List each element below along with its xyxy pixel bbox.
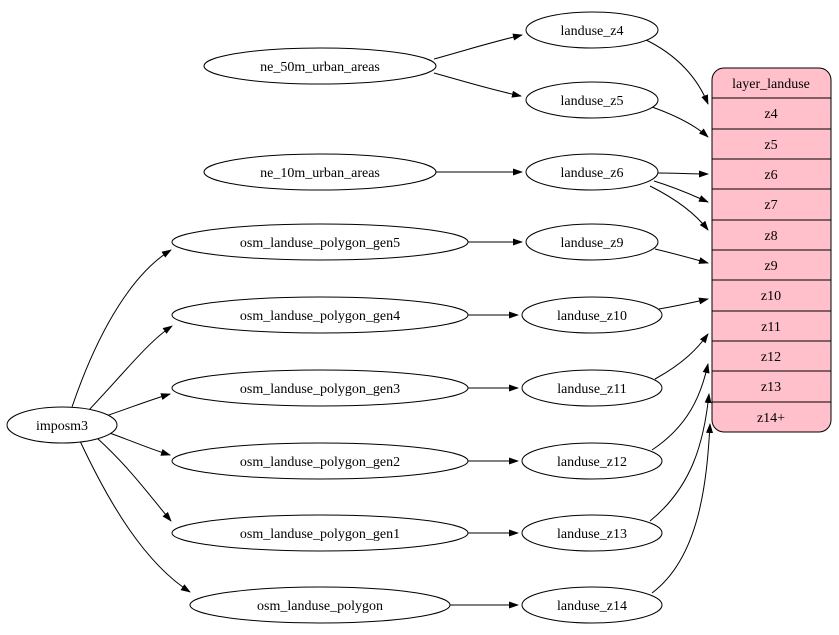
node-landuse-z9-shape bbox=[525, 223, 659, 261]
node-gen1-shape bbox=[171, 514, 469, 552]
edge-landuse-z12-row-z12 bbox=[651, 363, 710, 451]
node-landuse-z5-shape bbox=[525, 81, 659, 119]
node-imposm3-shape bbox=[6, 406, 118, 444]
node-landuse-z4: landuse_z4 bbox=[525, 11, 659, 49]
table-row-z14plus: z14+ bbox=[757, 411, 785, 426]
edge-group bbox=[71, 33, 714, 609]
node-landuse-z14: landuse_z14 bbox=[521, 586, 663, 624]
node-landuse-z13-label: landuse_z13 bbox=[557, 527, 627, 542]
node-landuse-z5-label: landuse_z5 bbox=[561, 94, 624, 109]
node-landuse-z10: landuse_z10 bbox=[521, 296, 663, 334]
edge-imposm3-gen1 bbox=[96, 437, 172, 522]
node-osm-landuse-polygon-gen2: osm_landuse_polygon_gen2 bbox=[171, 442, 469, 480]
table-row-z8: z8 bbox=[764, 229, 777, 244]
node-landuse-z4-shape bbox=[525, 11, 659, 49]
node-gen4-shape bbox=[171, 296, 469, 334]
table-title: layer_landuse bbox=[732, 77, 810, 92]
edge-imposm3-gen3 bbox=[99, 393, 171, 419]
node-landuse-z9: landuse_z9 bbox=[525, 223, 659, 261]
node-osm-landuse-polygon-gen3: osm_landuse_polygon_gen3 bbox=[171, 369, 469, 407]
edge-landuse-z6-row-z6 bbox=[657, 170, 709, 178]
node-landuse-z6-label: landuse_z6 bbox=[561, 166, 624, 181]
edge-imposm3-gen5 bbox=[71, 249, 172, 408]
edge-landuse-z13-row-z13 bbox=[649, 393, 712, 522]
edge-ne50m-landuse-z4 bbox=[433, 33, 523, 60]
node-landuse-z12-shape bbox=[521, 442, 663, 480]
table-row-z7: z7 bbox=[764, 198, 777, 213]
node-gen2-label: osm_landuse_polygon_gen2 bbox=[240, 455, 400, 470]
edge-imposm3-polygon bbox=[79, 440, 191, 593]
table-row-z9: z9 bbox=[764, 259, 777, 274]
node-gen3-shape bbox=[171, 369, 469, 407]
table-layer-landuse: layer_landuse z4 z5 z6 z7 z8 z9 z10 z11 … bbox=[711, 67, 832, 433]
edge-landuse-z9-row-z9 bbox=[654, 248, 709, 264]
node-landuse-z13: landuse_z13 bbox=[521, 514, 663, 552]
node-imposm3: imposm3 bbox=[6, 406, 118, 444]
node-gen4-label: osm_landuse_polygon_gen4 bbox=[240, 309, 400, 324]
table-row-z6: z6 bbox=[764, 168, 777, 183]
node-gen2-shape bbox=[171, 442, 469, 480]
node-ne-10m-label: ne_10m_urban_areas bbox=[260, 166, 380, 181]
node-gen5-shape bbox=[171, 223, 469, 261]
edge-landuse-z4-row-z4 bbox=[643, 38, 709, 105]
table-row-z12: z12 bbox=[761, 350, 781, 365]
edge-imposm3-gen4 bbox=[87, 325, 173, 412]
node-landuse-z11-shape bbox=[521, 369, 663, 407]
node-landuse-z14-label: landuse_z14 bbox=[557, 599, 627, 614]
node-landuse-z5: landuse_z5 bbox=[525, 81, 659, 119]
node-landuse-z6-shape bbox=[525, 153, 659, 191]
node-landuse-z14-shape bbox=[521, 586, 663, 624]
node-osm-landuse-polygon-gen4: osm_landuse_polygon_gen4 bbox=[171, 296, 469, 334]
node-landuse-z6: landuse_z6 bbox=[525, 153, 659, 191]
edge-landuse-z6-row-z7 bbox=[653, 180, 709, 203]
node-osm-landuse-polygon-gen5: osm_landuse_polygon_gen5 bbox=[171, 223, 469, 261]
node-landuse-z4-label: landuse_z4 bbox=[561, 24, 624, 39]
node-ne-50m-shape bbox=[203, 47, 437, 85]
edge-landuse-z11-row-z11 bbox=[654, 333, 709, 380]
edge-landuse-z6-row-z8 bbox=[649, 185, 709, 231]
node-gen1-label: osm_landuse_polygon_gen1 bbox=[240, 527, 400, 542]
table-row-z11: z11 bbox=[761, 320, 781, 335]
node-gen5-label: osm_landuse_polygon_gen5 bbox=[240, 236, 400, 251]
node-landuse-z12-label: landuse_z12 bbox=[557, 455, 627, 470]
node-landuse-z13-shape bbox=[521, 514, 663, 552]
node-landuse-z11: landuse_z11 bbox=[521, 369, 663, 407]
node-ne-10m-shape bbox=[203, 153, 437, 191]
table-row-z13: z13 bbox=[761, 380, 781, 395]
table-row-z4: z4 bbox=[764, 107, 777, 122]
node-landuse-z11-label: landuse_z11 bbox=[557, 382, 626, 397]
edge-landuse-z10-row-z10 bbox=[658, 297, 709, 310]
node-imposm3-label: imposm3 bbox=[36, 419, 88, 434]
node-ne-10m-urban-areas: ne_10m_urban_areas bbox=[203, 153, 437, 191]
node-landuse-z10-label: landuse_z10 bbox=[557, 309, 627, 324]
node-landuse-z10-shape bbox=[521, 296, 663, 334]
table-row-z10: z10 bbox=[761, 289, 781, 304]
node-gen3-label: osm_landuse_polygon_gen3 bbox=[240, 382, 400, 397]
node-osm-landuse-polygon: osm_landuse_polygon bbox=[189, 586, 451, 624]
edge-landuse-z14-row-z14plus bbox=[651, 423, 714, 594]
node-polygon-label: osm_landuse_polygon bbox=[257, 599, 383, 614]
node-ne-50m-label: ne_50m_urban_areas bbox=[260, 60, 380, 75]
edge-ne50m-landuse-z5 bbox=[433, 72, 522, 98]
node-landuse-z12: landuse_z12 bbox=[521, 442, 663, 480]
node-ne-50m-urban-areas: ne_50m_urban_areas bbox=[203, 47, 437, 85]
table-row-z5: z5 bbox=[764, 138, 777, 153]
node-polygon-shape bbox=[189, 586, 451, 624]
node-osm-landuse-polygon-gen1: osm_landuse_polygon_gen1 bbox=[171, 514, 469, 552]
edge-imposm3-gen2 bbox=[103, 430, 171, 456]
node-landuse-z9-label: landuse_z9 bbox=[561, 236, 624, 251]
edge-landuse-z5-row-z5 bbox=[651, 106, 709, 138]
